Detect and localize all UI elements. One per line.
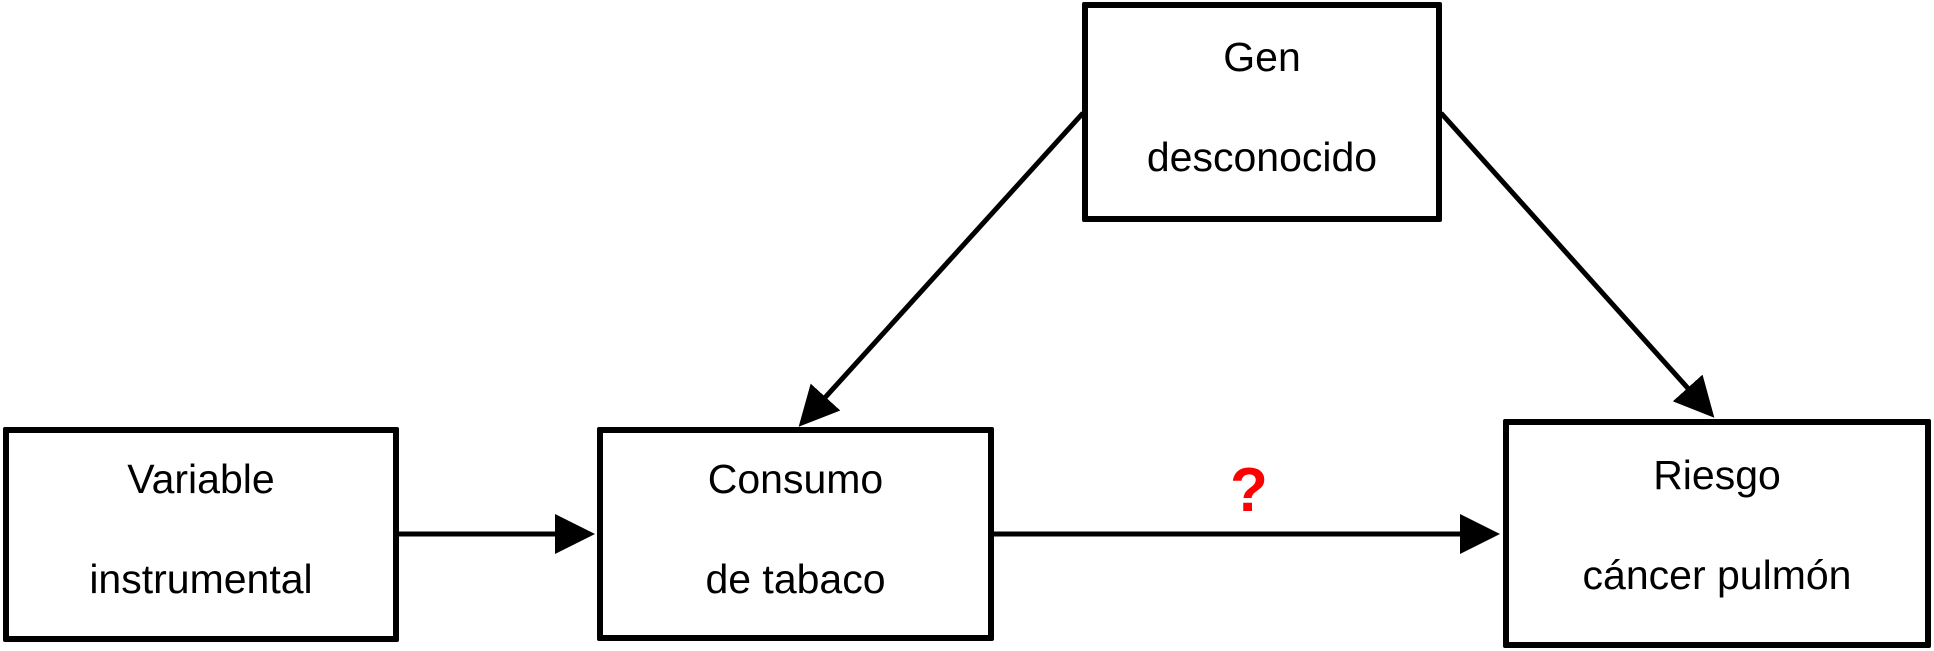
edge-confounder-to-exposure — [798, 111, 1085, 427]
node-label-line2: cáncer pulmón — [1582, 552, 1852, 598]
node-label-line2: desconocido — [1146, 134, 1378, 180]
question-mark-label: ? — [1230, 456, 1268, 525]
edge-confounder-to-outcome — [1439, 111, 1715, 418]
node-label-line1: Riesgo — [1653, 452, 1781, 498]
node-label-line1: Gen — [1223, 34, 1301, 80]
node-instrumental-variable: Variable instrumental — [3, 427, 399, 642]
node-tobacco-consumption: Consumo de tabaco — [597, 427, 994, 641]
node-label-line2: instrumental — [89, 556, 313, 602]
node-label-line1: Variable — [127, 456, 275, 502]
node-lung-cancer-risk: Riesgo cáncer pulmón — [1503, 419, 1931, 648]
node-label-line2: de tabaco — [705, 556, 886, 602]
node-label-line1: Consumo — [707, 456, 884, 502]
node-unknown-gene: Gen desconocido — [1082, 2, 1442, 222]
